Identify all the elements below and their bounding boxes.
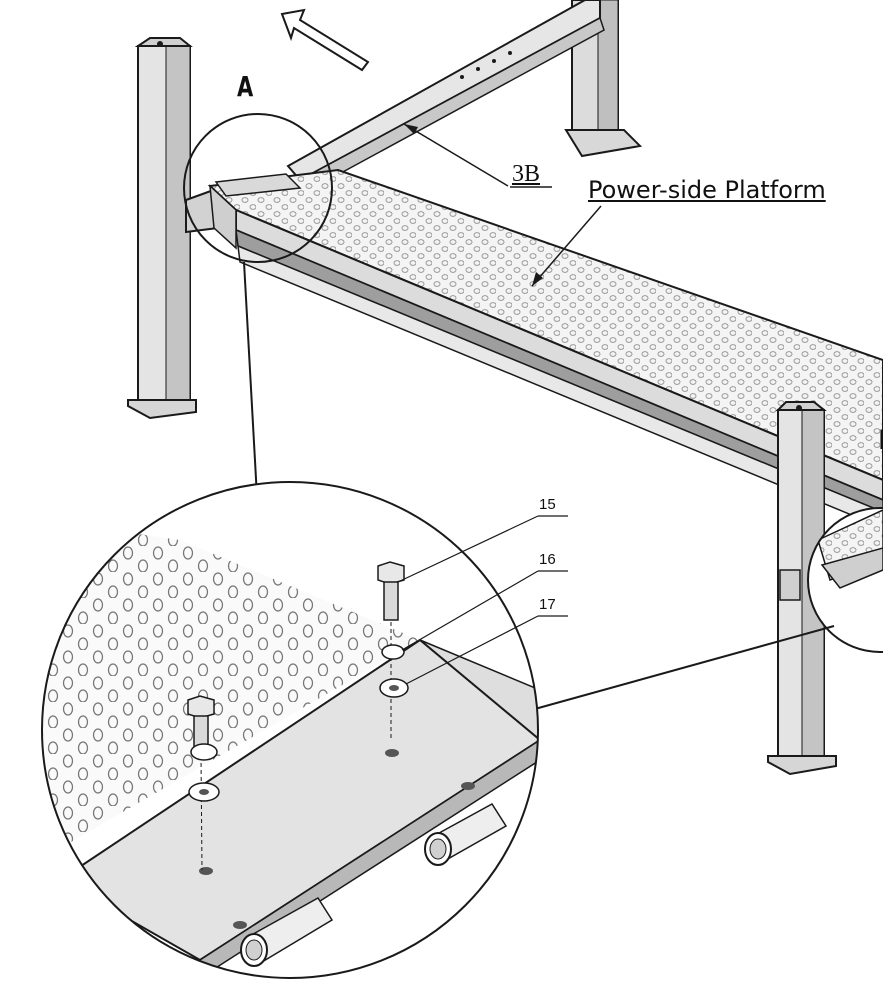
platform-label: Power-side Platform <box>588 176 826 204</box>
edge-label: l <box>878 426 883 456</box>
part-label-15: 15 <box>539 496 556 513</box>
cross-beam-3b <box>286 0 605 194</box>
callout-lines <box>397 515 568 685</box>
part-label-16: 16 <box>539 551 556 568</box>
washer-16 <box>381 644 405 660</box>
detail-circle-a <box>183 113 333 263</box>
detail-label-a: A <box>237 70 254 103</box>
hinge-pin <box>240 803 508 967</box>
magnified-detail <box>41 481 539 979</box>
direction-arrow-icon <box>280 8 370 72</box>
part-label-3b: 3B <box>512 161 541 187</box>
part-label-17: 17 <box>539 596 556 613</box>
bolt-left <box>187 695 220 871</box>
power-side-platform <box>207 168 883 529</box>
